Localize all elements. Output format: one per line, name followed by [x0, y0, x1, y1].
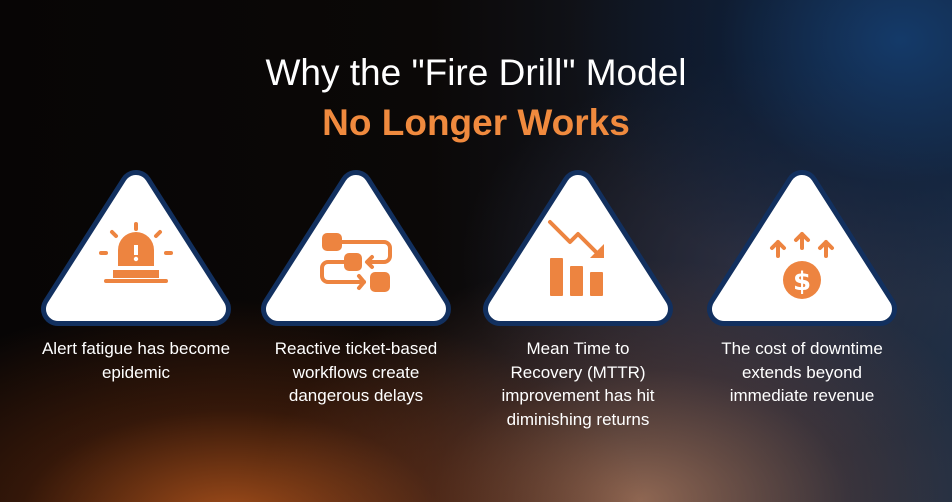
title-line-1: Why the "Fire Drill" Model: [265, 52, 687, 93]
declining-chart-icon: [548, 220, 604, 296]
caption-alert: Alert fatigue has become epidemic: [41, 339, 231, 382]
caption-workflow: Reactive ticket-based workflows create d…: [274, 339, 438, 405]
title-line-2: No Longer Works: [322, 102, 630, 143]
card-alert: [58, 187, 214, 309]
card-workflow: [278, 187, 434, 309]
rising-cost-dollar-icon: $: [770, 232, 834, 299]
card-cost: $: [724, 187, 880, 309]
workflow-process-icon: [320, 233, 392, 292]
siren-alert-icon: [99, 222, 173, 283]
caption-mttr: Mean Time to Recovery (MTTR) improvement…: [501, 339, 655, 429]
caption-cost: The cost of downtime extends beyond imme…: [721, 339, 883, 405]
card-mttr: [500, 187, 656, 309]
svg-text:$: $: [793, 267, 811, 297]
